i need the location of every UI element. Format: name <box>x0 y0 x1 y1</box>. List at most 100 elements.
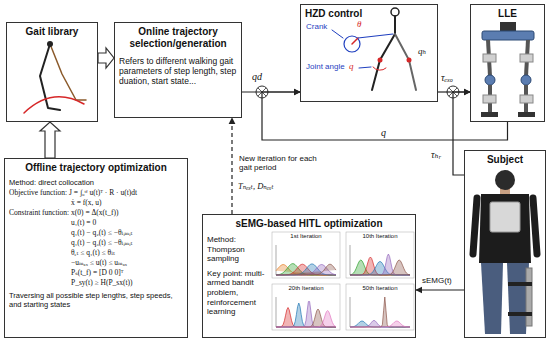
label: 20th Iteration <box>272 285 340 292</box>
chart-frame <box>272 232 340 278</box>
torso <box>394 16 396 34</box>
cuff <box>520 54 533 62</box>
label: θ <box>357 19 361 29</box>
connector <box>98 48 114 68</box>
label: 10th Iteration <box>346 233 414 240</box>
torso <box>479 194 531 263</box>
sampling-charts <box>272 232 414 330</box>
angle-arc <box>373 67 386 70</box>
box-text: Constraint function: x(0) = Δ(x(t_f)) <box>9 208 183 217</box>
density-curve <box>276 311 336 328</box>
head <box>495 170 515 190</box>
density-curve <box>276 264 336 275</box>
density-curve <box>276 264 336 275</box>
box-text: Pₛ(t_f) = [D 0 0]ᵀ <box>9 268 183 277</box>
box-text: q₁(t) − q₃(t) ≤ −θₗᵢₘᵢₜ <box>9 238 183 247</box>
density-curve <box>350 297 410 327</box>
knee-motor <box>521 75 531 85</box>
density-curve <box>350 257 410 275</box>
box-text: Traversing all possible step lengths, st… <box>9 291 183 309</box>
box-title: Subject <box>469 154 541 166</box>
cuff <box>520 95 533 103</box>
hip-joint <box>47 41 53 47</box>
process-box: LLE <box>470 4 545 122</box>
right-leg <box>395 34 416 90</box>
linkage <box>358 34 393 38</box>
box-text: Objective function: J = ∫₀ᵗᶠ u(t)ᵀ · R ·… <box>9 188 183 197</box>
label: 1st Iteration <box>272 233 340 240</box>
edge-label: qd <box>251 71 263 83</box>
cuff <box>483 54 496 62</box>
density-curve <box>276 264 336 275</box>
knee-joint <box>407 58 412 63</box>
hip-frame <box>482 31 534 40</box>
knee-motor <box>485 75 495 85</box>
swing-leg <box>50 44 86 100</box>
density-curve <box>350 320 410 327</box>
box-title: HZD control <box>305 8 433 20</box>
strap <box>508 312 532 316</box>
edge-label: q <box>380 127 387 139</box>
box-text: u₁(t) = 0 <box>9 218 183 227</box>
foot-plate <box>518 112 535 117</box>
label: Tₙₑₓₜ, Dₙₑₓₜ <box>238 182 274 192</box>
density-curve <box>350 260 410 275</box>
process-box: sEMG-based HITL optimizationMethod: Thom… <box>202 214 416 338</box>
brace <box>526 268 532 326</box>
chart-axis <box>276 297 336 327</box>
box-text: Refers to different walking gait paramet… <box>119 56 237 87</box>
connector <box>453 92 470 175</box>
hzd-figure <box>332 8 416 90</box>
box-title: Online trajectory selection/generation <box>119 26 237 50</box>
box-text: q₁(t) − q₂(t) ≤ −θₗᵢₘᵢₜ <box>9 228 183 237</box>
process-box: Offline trajectory optimizationMethod: d… <box>4 158 188 338</box>
density-curve <box>350 321 410 327</box>
box-title: sEMG-based HITL optimization <box>207 218 411 230</box>
edge-label: τₕᵣ <box>430 149 442 161</box>
leg <box>481 263 503 334</box>
chart-frame <box>346 232 414 278</box>
label: Joint angle <box>306 62 345 71</box>
box-text: P_sy(t) ≥ H(P_sx(t)) <box>9 278 183 287</box>
box-text: −uₘₐₓ ≤ u(t) ≤ uₘₐₓ <box>9 258 183 267</box>
density-curve <box>276 265 336 276</box>
pointer-line <box>332 30 343 38</box>
density-curve <box>276 302 336 328</box>
connector <box>40 122 60 158</box>
density-curve <box>350 260 410 275</box>
process-box: HZD control <box>300 4 438 102</box>
pointer-line <box>359 67 371 68</box>
edge-label: τₑₓₒ <box>440 72 454 84</box>
box-title: Offline trajectory optimization <box>9 162 183 174</box>
process-box: Gait library <box>6 22 98 122</box>
chart-axis <box>276 245 336 275</box>
left-leg <box>372 34 395 90</box>
density-curve <box>350 321 410 327</box>
box-text: θₑₜ ≤ q₁(t) ≤ θₗₜ <box>9 248 183 257</box>
chart-axis <box>350 245 410 275</box>
chart-axis <box>350 297 410 327</box>
exoskeleton-figure <box>481 22 535 117</box>
cuff <box>483 95 496 103</box>
strap <box>508 282 532 286</box>
label: 50th Iteration <box>346 285 414 292</box>
label: qₕ <box>418 46 426 56</box>
knee-joint <box>378 58 383 63</box>
process-box: Subject <box>464 150 546 338</box>
edge-label: sEMG(t) <box>421 276 453 285</box>
backpack <box>490 202 520 232</box>
controller <box>500 22 516 31</box>
density-curve <box>350 254 410 275</box>
edge-label: New iteration for each gait period <box>238 154 320 172</box>
density-curve <box>276 265 336 276</box>
label: Crank <box>306 22 327 31</box>
box-title: LLE <box>475 8 540 20</box>
arm <box>473 198 477 254</box>
trajectory-curve <box>24 97 84 113</box>
label: q <box>349 61 354 71</box>
connector <box>231 118 232 214</box>
box-text: Method: direct collocation <box>9 178 183 187</box>
density-curve <box>276 264 336 275</box>
box-text: Method: Thompson sampling <box>207 235 271 264</box>
